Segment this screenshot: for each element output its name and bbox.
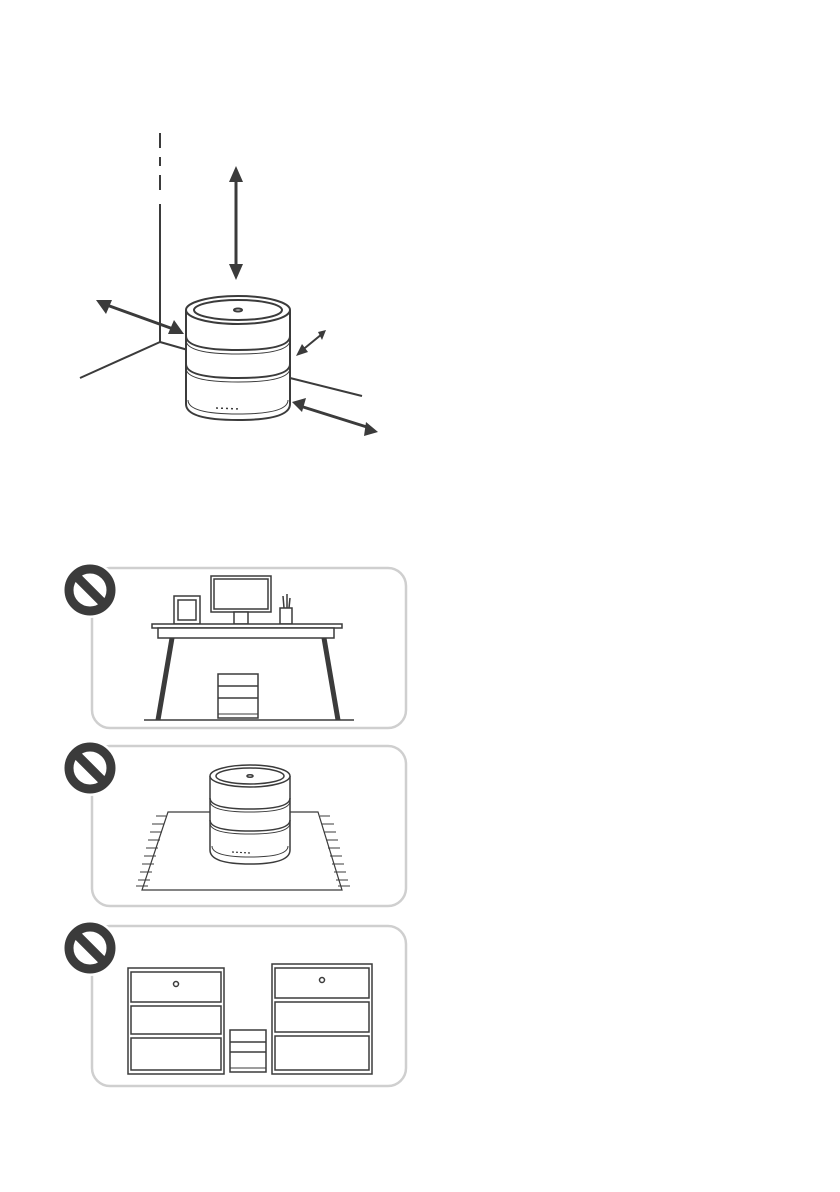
device-icon <box>186 296 290 420</box>
prohibited-icon <box>62 740 118 796</box>
panel-between-cabinets <box>92 926 406 1086</box>
device-icon <box>218 674 258 718</box>
prohibited-icon <box>62 920 118 976</box>
device-icon <box>230 1030 266 1072</box>
cabinet-icon <box>272 964 372 1074</box>
pen-holder-icon <box>280 594 292 624</box>
prohibited-icon <box>62 562 118 618</box>
panel-on-carpet <box>92 746 406 906</box>
monitor-icon <box>211 576 271 624</box>
picture-frame-icon <box>174 596 200 624</box>
clearance-diagram <box>0 0 840 480</box>
panel-under-desk <box>92 568 406 728</box>
cabinet-icon <box>128 968 224 1074</box>
device-icon <box>210 765 290 864</box>
